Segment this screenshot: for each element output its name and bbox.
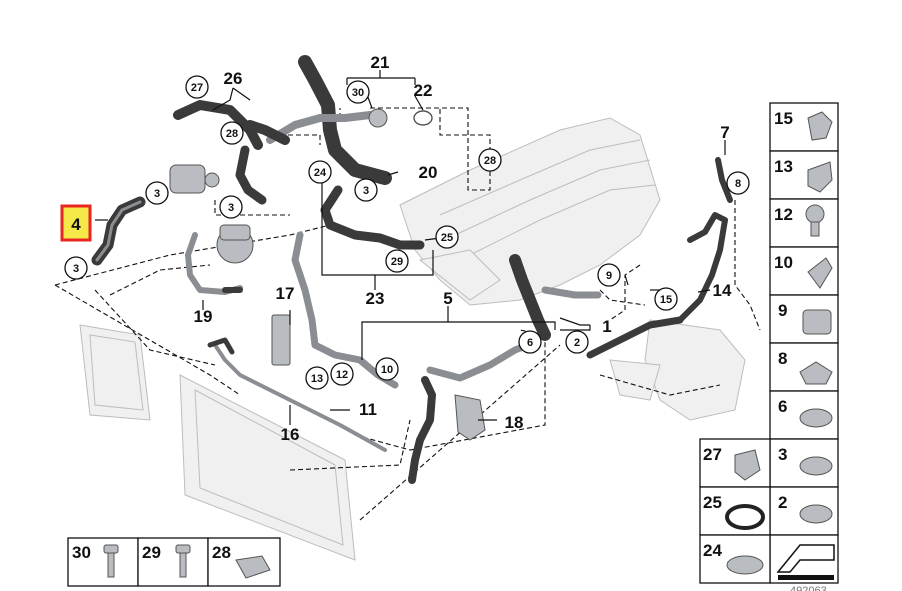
hose-part-19 xyxy=(185,232,243,295)
pump-part-19 xyxy=(216,224,254,264)
diagram-arrow-icon xyxy=(776,544,835,580)
engine-block-ghost xyxy=(399,117,661,306)
hose-part-14 xyxy=(677,157,733,323)
legend-13[interactable]: 13 xyxy=(774,157,793,176)
leader-lines xyxy=(95,70,726,425)
callout-10[interactable]: 10 xyxy=(375,357,399,381)
radiator-small-ghost xyxy=(79,324,151,421)
callout-15[interactable]: 15 xyxy=(654,287,678,311)
legend-30[interactable]: 30 xyxy=(72,543,91,562)
legend-28[interactable]: 28 xyxy=(212,543,231,562)
svg-text:12: 12 xyxy=(336,369,348,381)
pipe-part-16 xyxy=(207,337,387,452)
svg-text:3: 3 xyxy=(363,185,369,197)
callout-26[interactable]: 26 xyxy=(224,69,243,88)
callout-1[interactable]: 1 xyxy=(602,317,611,336)
bracket-part-18 xyxy=(454,394,486,441)
legend-29[interactable]: 29 xyxy=(142,543,161,562)
callout-6[interactable]: 6 xyxy=(518,330,542,354)
callout-8[interactable]: 8 xyxy=(726,171,750,195)
hose-part-4 xyxy=(91,196,146,266)
callout-13[interactable]: 13 xyxy=(305,366,329,390)
svg-text:24: 24 xyxy=(314,167,327,179)
callout-24[interactable]: 24 xyxy=(308,160,332,184)
legend-2[interactable]: 2 xyxy=(778,493,787,512)
callout-21[interactable]: 21 xyxy=(371,53,390,72)
callout-27[interactable]: 27 xyxy=(185,75,209,99)
callout-19[interactable]: 19 xyxy=(194,307,213,326)
callout-30[interactable]: 30 xyxy=(346,80,370,104)
svg-text:13: 13 xyxy=(311,373,323,385)
callout-29[interactable]: 29 xyxy=(385,249,409,273)
callout-20[interactable]: 20 xyxy=(419,163,438,182)
callout-4-highlighted[interactable]: 4 xyxy=(60,204,92,242)
dashed-assembly-lines xyxy=(54,107,761,521)
legend-8[interactable]: 8 xyxy=(778,349,787,368)
svg-text:8: 8 xyxy=(735,178,741,190)
legend-3[interactable]: 3 xyxy=(778,445,787,464)
legend-25[interactable]: 25 xyxy=(703,493,722,512)
svg-text:6: 6 xyxy=(527,337,533,349)
sensor-part-22 xyxy=(368,108,433,128)
legend-15[interactable]: 15 xyxy=(774,109,793,128)
svg-text:15: 15 xyxy=(660,294,672,306)
legend-6[interactable]: 6 xyxy=(778,397,787,416)
callout-17[interactable]: 17 xyxy=(276,284,295,303)
bracket-part-17 xyxy=(271,314,291,366)
callout-3c[interactable]: 3 xyxy=(64,256,88,280)
pump-part-27 xyxy=(169,164,220,194)
svg-text:2: 2 xyxy=(574,337,580,349)
legend-9[interactable]: 9 xyxy=(778,301,787,320)
hose-part-5 xyxy=(509,254,684,359)
svg-text:30: 30 xyxy=(352,87,364,99)
legend-27[interactable]: 27 xyxy=(703,445,722,464)
hose-part-20 xyxy=(245,55,392,185)
callout-4-label: 4 xyxy=(71,215,81,234)
hose-part-26 xyxy=(173,100,267,205)
svg-text:29: 29 xyxy=(391,256,403,268)
callout-11[interactable]: 11 xyxy=(359,400,377,419)
callout-7[interactable]: 7 xyxy=(720,123,729,142)
svg-text:10: 10 xyxy=(381,364,393,376)
callout-3a[interactable]: 3 xyxy=(145,181,169,205)
legend-12[interactable]: 12 xyxy=(774,205,793,224)
callout-5[interactable]: 5 xyxy=(443,289,452,308)
svg-text:28: 28 xyxy=(484,155,496,167)
svg-text:3: 3 xyxy=(228,202,234,214)
callout-25[interactable]: 25 xyxy=(435,225,459,249)
callout-22[interactable]: 22 xyxy=(414,81,433,100)
callout-2[interactable]: 2 xyxy=(565,330,589,354)
svg-text:28: 28 xyxy=(226,128,238,140)
callout-18[interactable]: 18 xyxy=(505,413,524,432)
legend-bottom-row: 30 29 28 xyxy=(67,537,281,587)
svg-text:3: 3 xyxy=(154,188,160,200)
callout-3b[interactable]: 3 xyxy=(219,195,243,219)
callout-12[interactable]: 12 xyxy=(330,362,354,386)
svg-text:3: 3 xyxy=(73,263,79,275)
diagram-number: 492063 xyxy=(790,585,827,591)
svg-text:27: 27 xyxy=(191,82,203,94)
legend-right-column: 15 13 12 10 9 8 6 3 2 27 25 24 xyxy=(699,102,839,584)
legend-24[interactable]: 24 xyxy=(703,541,722,560)
svg-text:9: 9 xyxy=(606,270,612,282)
callout-9[interactable]: 9 xyxy=(597,263,621,287)
callout-28[interactable]: 28 xyxy=(220,121,244,145)
svg-text:25: 25 xyxy=(441,232,453,244)
callout-28b[interactable]: 28 xyxy=(478,148,502,172)
callout-3d[interactable]: 3 xyxy=(354,178,378,202)
radiator-main-ghost xyxy=(179,374,356,561)
callout-23[interactable]: 23 xyxy=(366,289,385,308)
legend-10[interactable]: 10 xyxy=(774,253,793,272)
callout-14[interactable]: 14 xyxy=(713,281,732,300)
hose-part-10 xyxy=(291,231,532,484)
hose-part-23 xyxy=(320,185,425,250)
callout-16[interactable]: 16 xyxy=(281,425,300,444)
